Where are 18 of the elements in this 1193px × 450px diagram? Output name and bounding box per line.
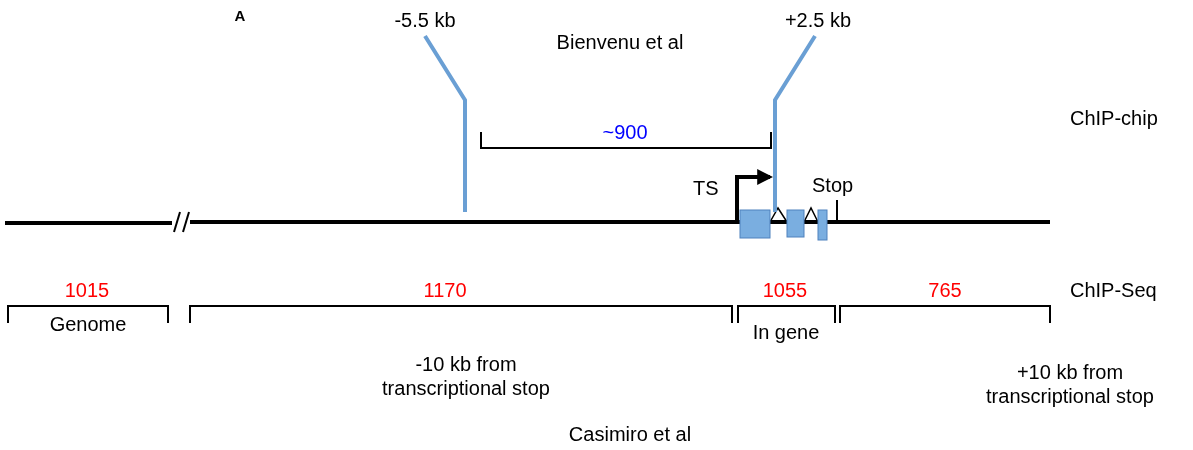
position-label: -5.5 kb bbox=[394, 8, 456, 32]
method-label: ChIP-chip bbox=[1070, 106, 1158, 130]
citation: Bienvenu et al bbox=[556, 30, 684, 54]
count-label: 1170 bbox=[423, 278, 467, 302]
region-label: In gene bbox=[752, 320, 820, 344]
count-label: 1015 bbox=[64, 278, 110, 302]
site-label: TS bbox=[693, 176, 719, 200]
position-label: +2.5 kb bbox=[784, 8, 852, 32]
count-label: 765 bbox=[928, 278, 962, 302]
panel-label: A bbox=[234, 6, 246, 25]
region-label: +10 kb from transcriptional stop bbox=[985, 360, 1155, 408]
count-label: 1055 bbox=[762, 278, 808, 302]
method-label: ChIP-Seq bbox=[1070, 278, 1157, 302]
citation: Casimiro et al bbox=[568, 422, 692, 446]
distance-label: ~900 bbox=[602, 120, 648, 144]
region-label: -10 kb from transcriptional stop bbox=[381, 352, 551, 400]
site-label: Stop bbox=[812, 173, 854, 197]
region-label: Genome bbox=[49, 312, 127, 336]
